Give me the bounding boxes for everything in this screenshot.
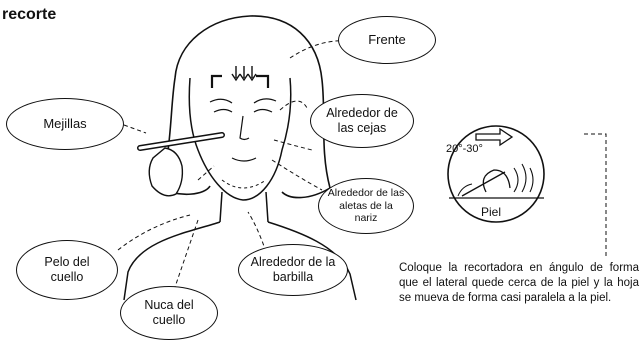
label-nuca: Nuca del cuello <box>120 286 218 340</box>
label-mejillas: Mejillas <box>6 98 124 150</box>
label-pelo-cuello: Pelo del cuello <box>16 240 118 300</box>
label-barbilla-text: Alrededor de la barbilla <box>250 255 336 284</box>
label-nuca-text: Nuca del cuello <box>144 298 194 327</box>
label-cejas: Alrededor de las cejas <box>310 94 414 148</box>
label-frente: Frente <box>338 16 436 64</box>
instruction-text: Coloque la recortadora en ángulo de form… <box>399 262 639 305</box>
label-mejillas-text: Mejillas <box>43 116 87 132</box>
skin-label: Piel <box>481 205 502 219</box>
label-nariz: Alrededor de las aletas de la nariz <box>318 178 414 234</box>
label-pelo-cuello-text: Pelo del cuello <box>44 255 90 284</box>
angle-label: 20°-30° <box>446 143 483 155</box>
label-frente-text: Frente <box>368 32 406 48</box>
label-nariz-text: Alrededor de las aletas de la nariz <box>327 187 405 225</box>
label-cejas-text: Alrededor de las cejas <box>326 106 398 135</box>
label-barbilla: Alrededor de la barbilla <box>238 244 348 296</box>
section-title: recorte <box>2 6 57 23</box>
